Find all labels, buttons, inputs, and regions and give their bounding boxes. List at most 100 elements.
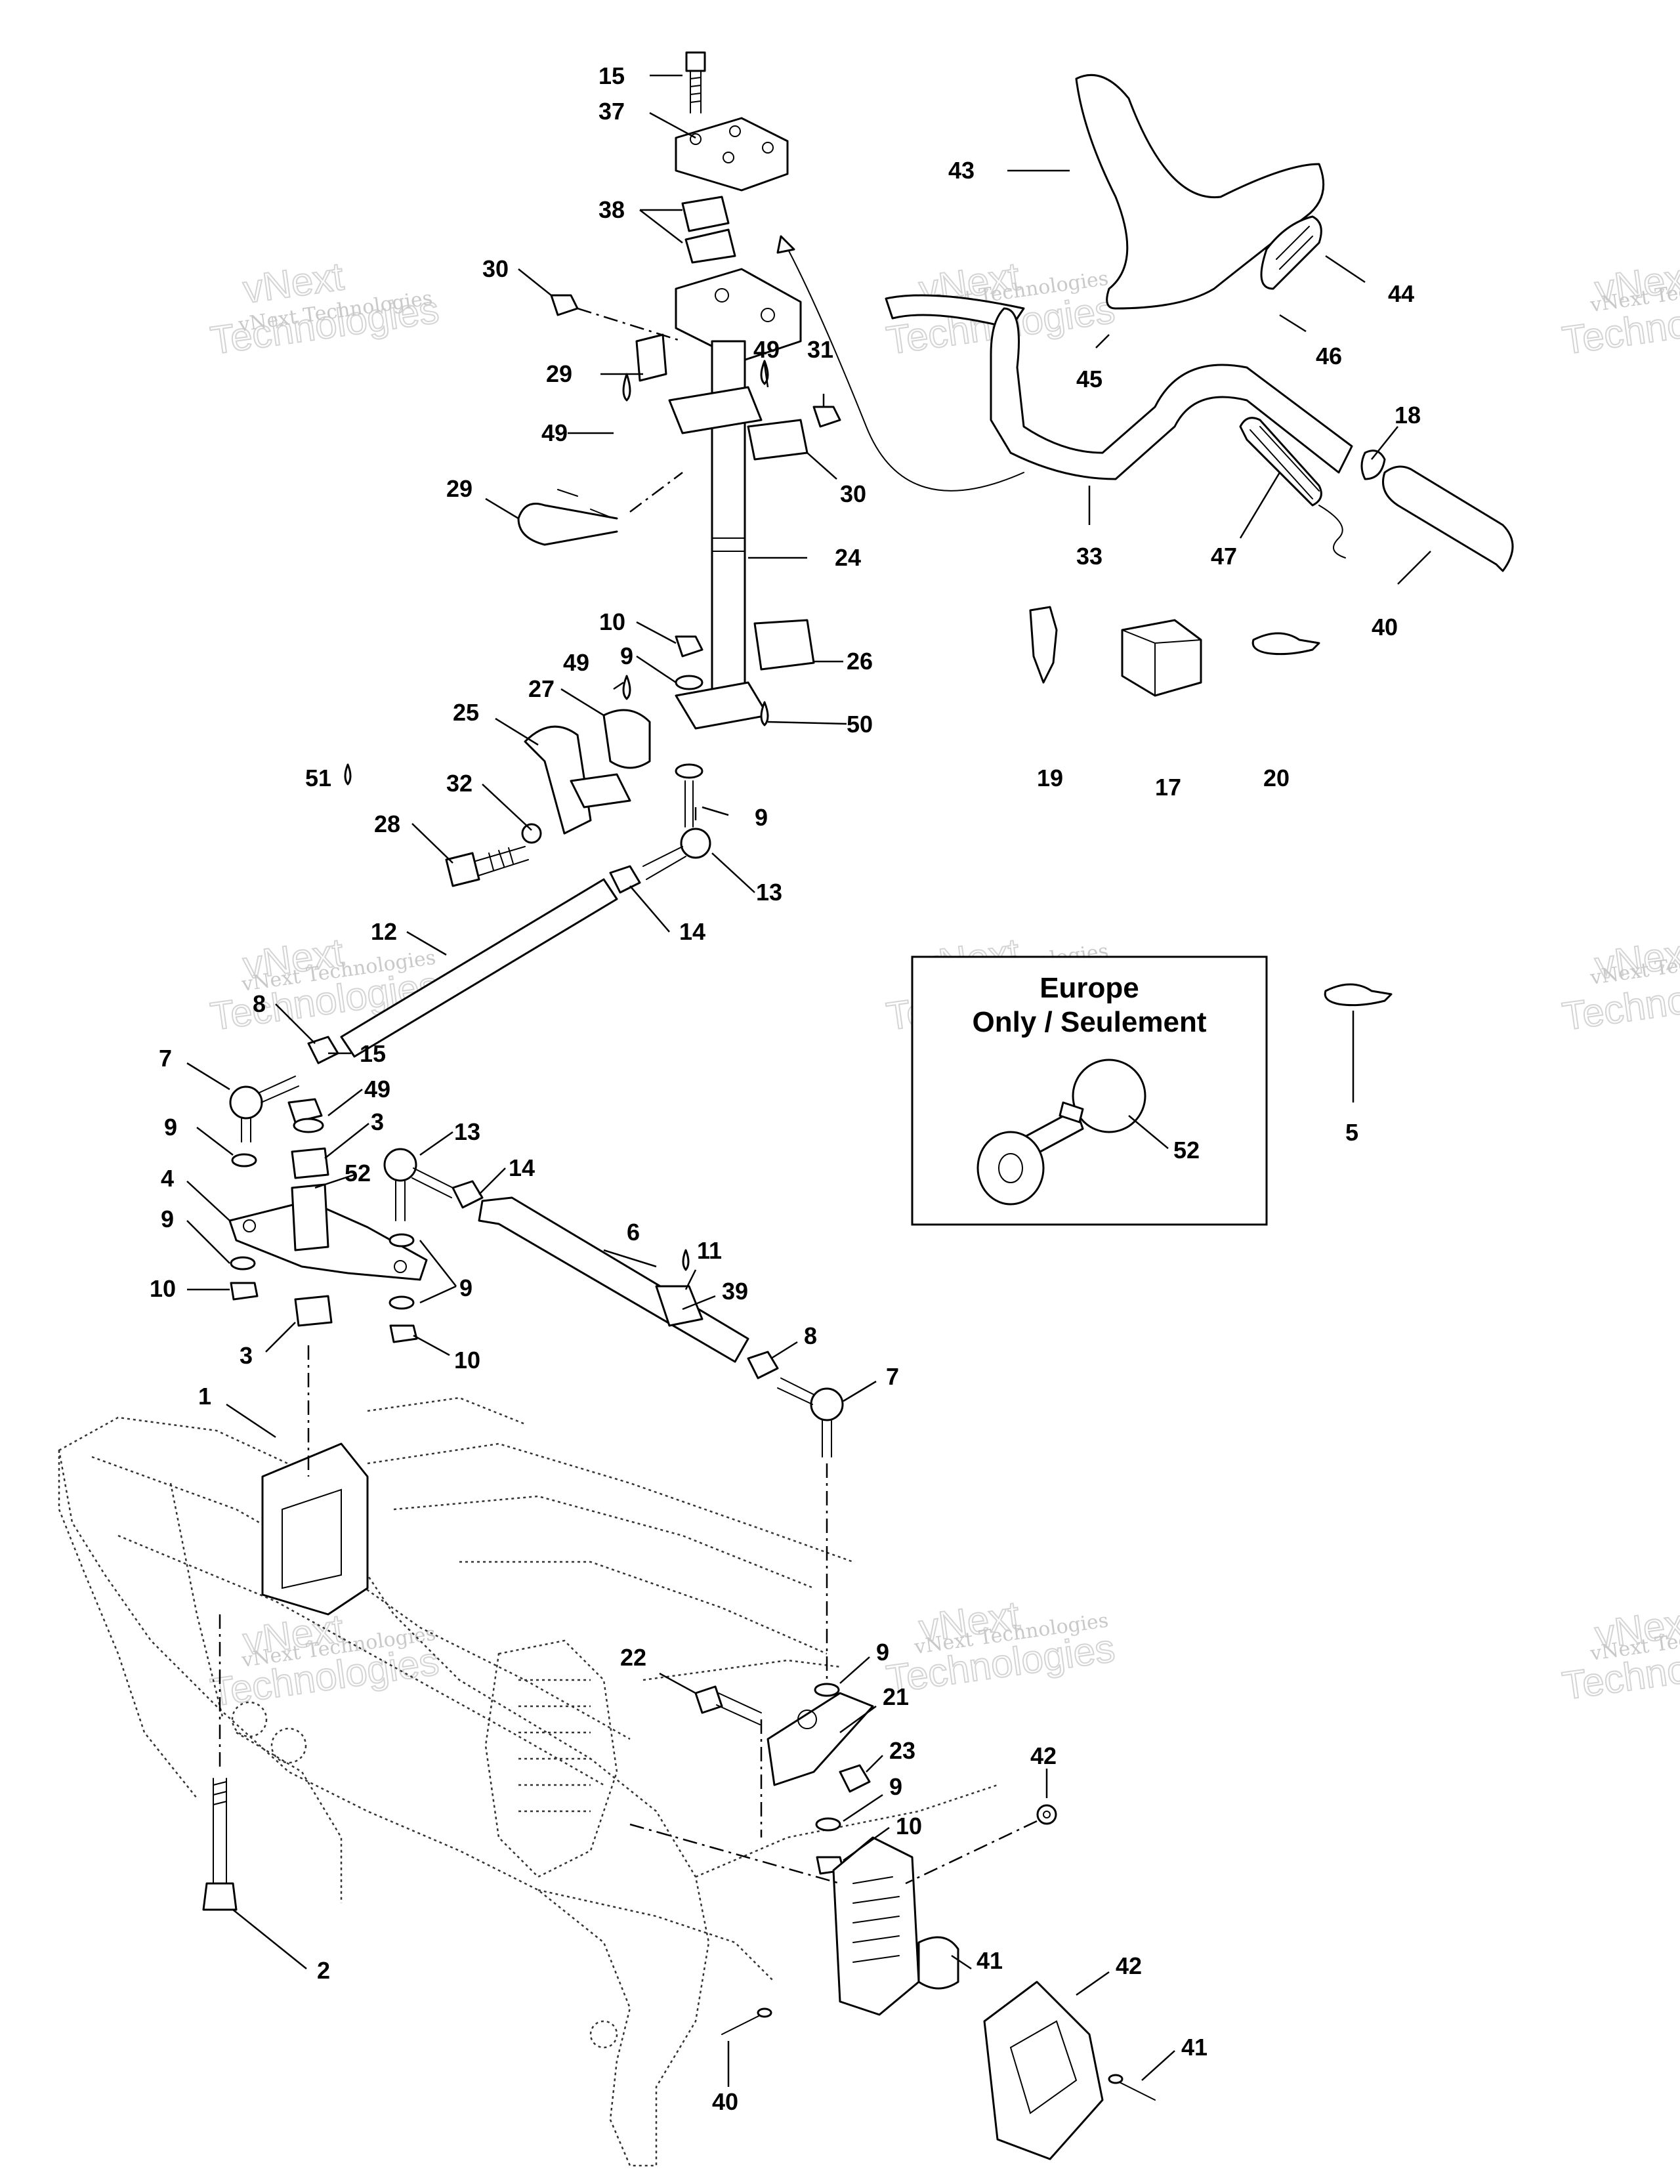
callout-46: 46 <box>1316 343 1342 369</box>
nut-30-left <box>550 294 579 316</box>
horn-clamp <box>1059 1101 1084 1124</box>
u-bolt-28 <box>517 503 618 546</box>
callout-49: 49 <box>753 336 780 363</box>
plate-39 <box>983 1981 1104 2160</box>
balljoint-13-mid <box>383 1148 417 1182</box>
callout-22: 23 <box>889 1737 915 1764</box>
heater-47 <box>1239 417 1322 507</box>
pitman-post-51 <box>291 1183 329 1251</box>
bushing-29-left <box>635 333 667 382</box>
callout-2: 2 <box>317 1957 330 1984</box>
block-25 <box>753 619 815 671</box>
callout-10: 10 <box>599 608 625 635</box>
callout-3: 3 <box>240 1342 253 1369</box>
inset-title-line2: Only / Seulement <box>973 1006 1207 1038</box>
nut-14-upper <box>609 865 641 894</box>
callout-35: 15 <box>598 62 625 89</box>
spacer-3-lower <box>294 1295 333 1327</box>
inset-title-line1: Europe <box>1040 972 1139 1004</box>
flow-arrow <box>780 236 1024 492</box>
callout-9: 9 <box>620 642 633 669</box>
callout-23: 24 <box>835 544 861 571</box>
nut-10 <box>230 1282 259 1301</box>
washer-9 <box>231 1153 257 1167</box>
washer-48 <box>293 1118 324 1133</box>
drop-49 <box>622 373 631 402</box>
callout-9: 9 <box>164 1114 177 1141</box>
bolt-35-head <box>685 51 706 72</box>
callout-39: 42 <box>1116 1952 1142 1979</box>
steering-column-assembly <box>344 51 841 1271</box>
callouts: 15 37 38 30 43 44 46 45 29 49 49 31 30 2… <box>150 62 1421 2115</box>
callout-9: 9 <box>161 1206 174 1232</box>
callout-7: 7 <box>886 1363 899 1390</box>
nut-48 <box>287 1098 323 1124</box>
clamp-24 <box>524 725 592 835</box>
callout-44: 44 <box>1388 280 1414 307</box>
tie-rod-12 <box>340 878 618 1058</box>
callout-3: 3 <box>371 1108 384 1135</box>
tie-rod-6 <box>478 1196 749 1363</box>
nut-8-right <box>747 1351 779 1379</box>
bolt-2-head <box>202 1882 238 1911</box>
callout-9: 9 <box>889 1773 902 1800</box>
callout-29: 30 <box>840 480 866 507</box>
handlebar-pad-43 <box>1075 74 1325 310</box>
callout-49: 49 <box>541 419 568 446</box>
callout-31: 32 <box>446 770 472 797</box>
callout-10: 10 <box>896 1813 922 1839</box>
washer-9 <box>388 1295 415 1310</box>
washer-42 <box>1036 1804 1057 1825</box>
handlebar-32 <box>990 307 1353 480</box>
ring-17 <box>1360 450 1386 480</box>
callout-13: 13 <box>454 1118 480 1145</box>
callout-19: 20 <box>1263 765 1290 791</box>
drop-49 <box>760 701 769 726</box>
frame-chassis <box>58 1396 998 2167</box>
callout-27: 28 <box>374 810 400 837</box>
washer-9b <box>675 763 704 779</box>
callout-52: 52 <box>1173 1137 1200 1164</box>
bearing-29-upper <box>668 386 763 434</box>
grip-37 <box>1382 465 1514 572</box>
drop-49 <box>622 675 631 700</box>
callout-9: 9 <box>876 1639 889 1666</box>
callout-8: 8 <box>804 1322 817 1349</box>
callout-1: 1 <box>198 1383 211 1410</box>
balljoint-7-left <box>229 1085 263 1120</box>
callout-26: 27 <box>528 675 555 702</box>
washer-9 <box>675 675 704 690</box>
callout-20: 21 <box>883 1683 909 1710</box>
nut-14-mid <box>452 1180 484 1209</box>
washer-9 <box>230 1256 256 1270</box>
gearbox-output <box>917 1936 959 1990</box>
bearing-29-lower <box>747 419 808 461</box>
callout-47: 47 <box>1211 543 1237 570</box>
callout-49: 49 <box>563 649 589 676</box>
bolt-21-head <box>694 1685 723 1714</box>
callout-34: 38 <box>598 196 625 223</box>
callout-28: 29 <box>446 475 472 502</box>
bushing-34a <box>681 196 730 232</box>
callout-6: 6 <box>627 1219 640 1246</box>
spacer-3-upper <box>291 1147 329 1179</box>
bushing-34b <box>684 228 736 264</box>
drop-11 <box>682 1249 690 1271</box>
callout-40: 40 <box>712 2088 738 2115</box>
callout-32: 33 <box>1076 543 1102 570</box>
callout-9: 9 <box>755 804 768 831</box>
nut-10 <box>675 635 704 658</box>
pad-44 <box>1260 215 1322 290</box>
washer-31 <box>521 823 542 844</box>
callout-42: 42 <box>1030 1742 1057 1769</box>
nut-10 <box>389 1324 418 1343</box>
callout-17: 18 <box>1395 402 1421 429</box>
callout-14: 14 <box>509 1154 535 1181</box>
callout-45: 45 <box>1076 366 1102 392</box>
callout-24: 25 <box>453 699 479 726</box>
connector-16 <box>1121 619 1202 697</box>
callout-30: 30 <box>482 255 509 282</box>
support-1 <box>261 1442 369 1616</box>
callout-29: 29 <box>546 360 572 387</box>
